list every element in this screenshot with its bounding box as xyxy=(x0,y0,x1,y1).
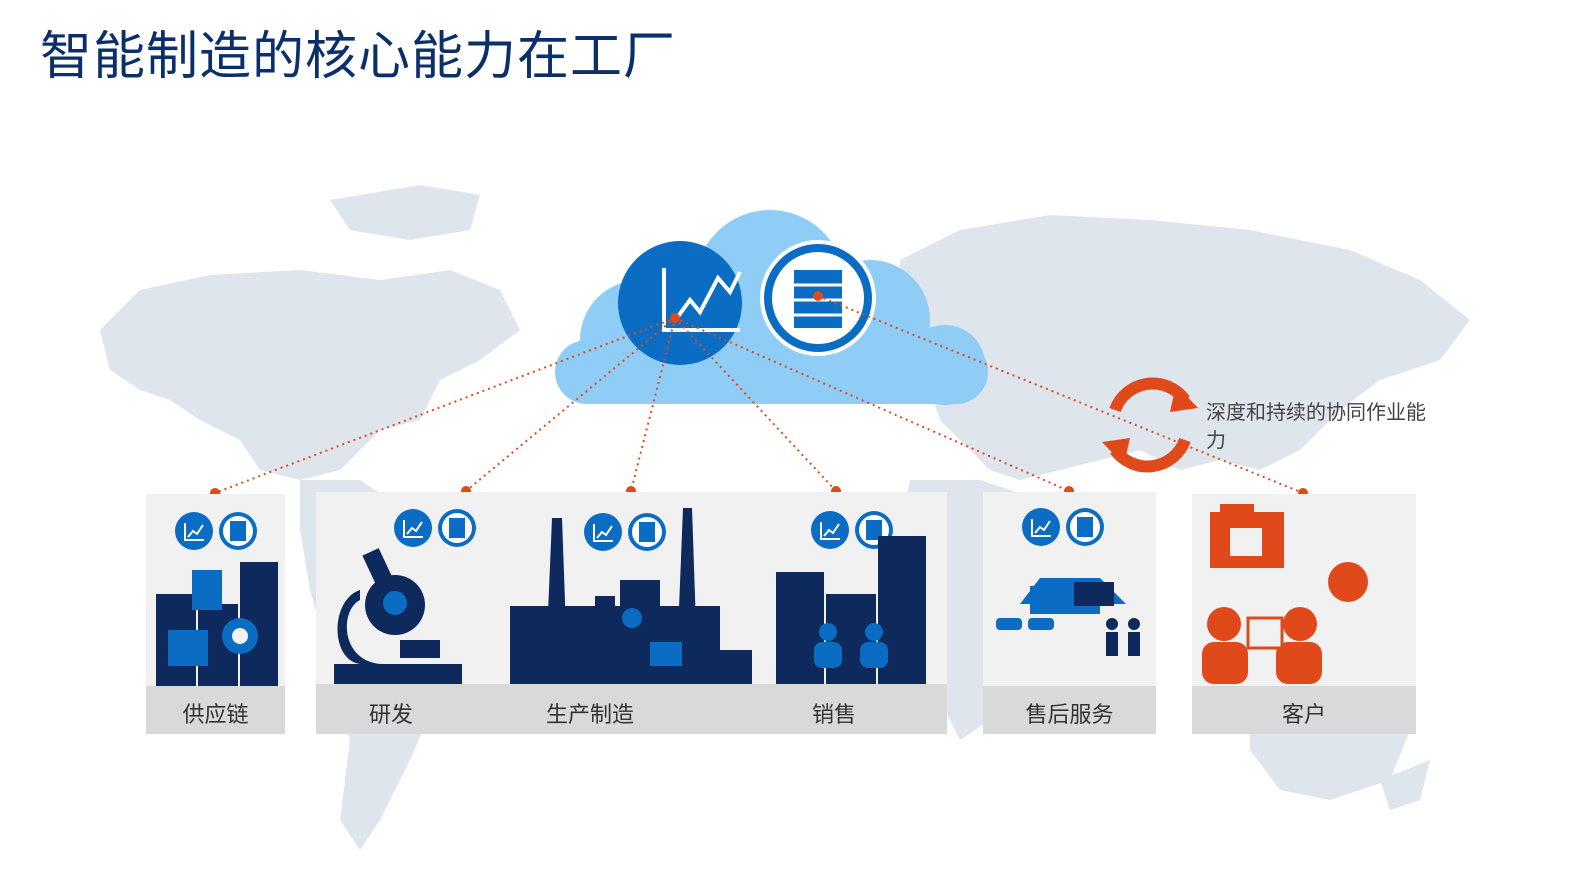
station-label-sales: 销售 xyxy=(811,703,856,728)
station-label-production: 生产制造 xyxy=(545,703,634,728)
chart-icon xyxy=(618,241,742,365)
station-label-supply-chain: 供应链 xyxy=(182,703,249,728)
station-label-customer: 客户 xyxy=(1281,703,1326,728)
connection-lines xyxy=(214,295,1304,494)
factory-icon xyxy=(510,508,752,684)
page-title: 智能制造的核心能力在工厂 xyxy=(40,27,677,87)
city-icon xyxy=(156,562,278,686)
customer-icon xyxy=(1202,504,1368,684)
cycle-arrowhead-2 xyxy=(1102,438,1130,465)
cycle-arrowhead-1 xyxy=(1170,385,1198,412)
station-label-after-sales: 售后服务 xyxy=(1025,703,1114,728)
cycle-caption: 深度和持续的协同作业能力 xyxy=(1206,400,1426,452)
sales-icon xyxy=(776,536,926,684)
store-icon xyxy=(996,578,1140,656)
station-label-rnd: 研发 xyxy=(368,703,413,728)
microscope-icon xyxy=(334,548,462,684)
